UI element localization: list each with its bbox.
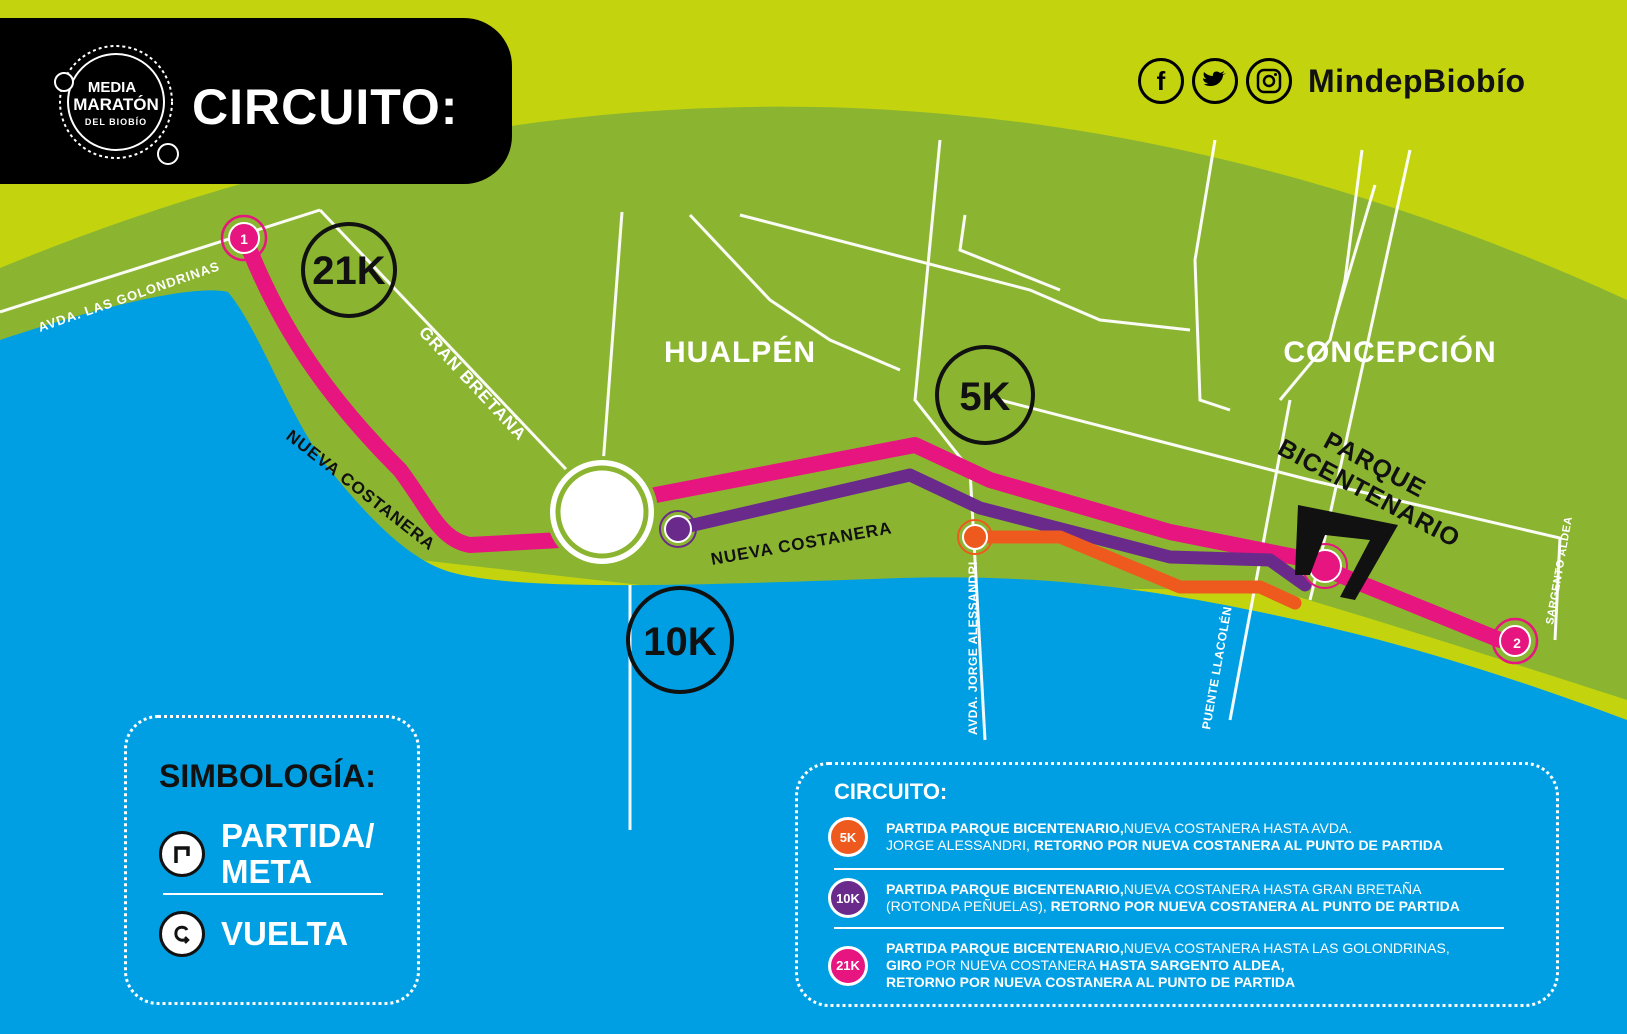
social-handle[interactable]: MindepBiobío	[1308, 62, 1526, 99]
distance-5k-label: 5K	[959, 375, 1010, 419]
area-hualpen: HUALPÉN	[664, 335, 816, 369]
marker-turn-1	[228, 222, 260, 254]
logo: MEDIA MARATÓN DEL BIOBÍO	[54, 45, 179, 165]
route-21k-l2b1: GIRO	[886, 957, 922, 973]
street-gran-bretana	[318, 208, 602, 507]
marker-turn-2-label: 2	[1513, 635, 1521, 651]
route-5k-l2b: RETORNO POR NUEVA COSTANERA AL PUNTO DE …	[1033, 837, 1443, 853]
logo-line2: MARATÓN	[73, 95, 159, 114]
legend-box: SIMBOLOGÍA: PARTIDA/ META VUELTA	[124, 715, 420, 1005]
page-title: CIRCUITO:	[192, 79, 459, 135]
route-21k-l1b: PARTIDA PARQUE BICENTENARIO,	[886, 940, 1124, 956]
street-long	[999, 398, 1562, 641]
marker-turn-1-ring	[220, 214, 268, 262]
distance-21k-label: 21K	[312, 249, 385, 293]
route-21k-l2: POR NUEVA COSTANERA	[921, 957, 1100, 973]
legend-item-turn: VUELTA	[159, 911, 348, 957]
roundabout-inner	[555, 465, 649, 559]
marker-5k-end	[962, 524, 988, 550]
legend-item-start: PARTIDA/ META	[159, 818, 374, 890]
street-golondrinas	[0, 208, 321, 314]
twitter-icon[interactable]	[1192, 58, 1238, 104]
route-5k-l2: JORGE ALESSANDRI,	[886, 837, 1034, 853]
logo-line3: DEL BIOBÍO	[85, 117, 147, 127]
area-concepcion: CONCEPCIÓN	[1283, 335, 1496, 369]
water	[0, 290, 1627, 1034]
badge-10k: 10K	[828, 878, 868, 918]
legend-title: SIMBOLOGÍA:	[159, 758, 376, 794]
facebook-icon[interactable]: f	[1138, 58, 1184, 104]
info-divider-1	[834, 868, 1504, 870]
route-10k-l2: (ROTONDA PEÑUELAS),	[886, 898, 1051, 914]
route-row-10k: 10K PARTIDA PARQUE BICENTENARIO,NUEVA CO…	[828, 878, 1526, 918]
route-10k-l1b: PARTIDA PARQUE BICENTENARIO,	[886, 881, 1124, 897]
route-21k-text: PARTIDA PARQUE BICENTENARIO,NUEVA COSTAN…	[886, 940, 1526, 991]
street-mid2	[913, 139, 987, 741]
badge-21k: 21K	[828, 945, 868, 986]
social-links: f MindepBiobío	[1138, 58, 1526, 104]
marker-turn-2-ring	[1491, 617, 1539, 665]
route-row-5k: 5K PARTIDA PARQUE BICENTENARIO,NUEVA COS…	[828, 817, 1526, 857]
route-21k-l3b: RETORNO POR NUEVA COSTANERA AL PUNTO DE …	[886, 974, 1296, 990]
street-v2	[1193, 139, 1231, 412]
circuit-info-title: CIRCUITO:	[834, 779, 948, 804]
info-divider-2	[834, 927, 1504, 929]
street-v1	[958, 214, 1061, 292]
distance-10k-circle	[626, 586, 734, 694]
distance-10k-label: 10K	[643, 620, 716, 664]
legend-start-label-1: PARTIDA/	[221, 817, 375, 854]
marker-10k-ring	[659, 510, 697, 548]
circuit-info-box: CIRCUITO: 5K PARTIDA PARQUE BICENTENARIO…	[795, 762, 1559, 1007]
route-21k-l1: NUEVA COSTANERA HASTA LAS GOLONDRINAS,	[1123, 940, 1450, 956]
distance-21k-circle	[301, 222, 397, 318]
street-label-alessandri: AVDA. JORGE ALESSANDRI	[966, 561, 980, 735]
street-lines	[0, 139, 1562, 830]
marker-10k-end	[664, 515, 692, 543]
badge-5k: 5K	[828, 817, 868, 857]
marker-turn-1-label: 1	[240, 231, 248, 247]
u-turn-icon	[159, 911, 205, 957]
route-5k	[968, 530, 1302, 610]
header-banner: MEDIA MARATÓN DEL BIOBÍO CIRCUITO:	[0, 18, 512, 184]
legend-start-label-2: META	[221, 853, 313, 890]
route-5k-text: PARTIDA PARQUE BICENTENARIO,NUEVA COSTAN…	[886, 820, 1526, 854]
legend-divider	[163, 893, 383, 895]
park-shape	[1295, 505, 1398, 600]
route-10k-text: PARTIDA PARQUE BICENTENARIO,NUEVA COSTAN…	[886, 881, 1526, 915]
street-top	[739, 213, 1191, 332]
route-10k	[669, 468, 1312, 592]
start-finish-icon	[159, 831, 205, 877]
route-5k-l1b: PARTIDA PARQUE BICENTENARIO,	[886, 820, 1124, 836]
street-curve	[688, 213, 901, 372]
route-5k-l1: NUEVA COSTANERA HASTA AVDA.	[1123, 820, 1353, 836]
route-21k-l2b2: HASTA SARGENTO ALDEA,	[1099, 957, 1285, 973]
street-v5	[1333, 184, 1377, 321]
instagram-icon[interactable]	[1246, 58, 1292, 104]
marker-5k-ring	[957, 519, 993, 555]
route-10k-l2b: RETORNO POR NUEVA COSTANERA AL PUNTO DE …	[1050, 898, 1460, 914]
marker-turn-2	[1499, 625, 1531, 657]
route-row-21k: 21K PARTIDA PARQUE BICENTENARIO,NUEVA CO…	[828, 940, 1526, 991]
route-10k-l1: NUEVA COSTANERA HASTA GRAN BRETAÑA	[1123, 881, 1422, 897]
logo-line1: MEDIA	[88, 79, 137, 96]
distance-5k-circle	[935, 345, 1035, 445]
legend-turn-label: VUELTA	[221, 915, 349, 952]
